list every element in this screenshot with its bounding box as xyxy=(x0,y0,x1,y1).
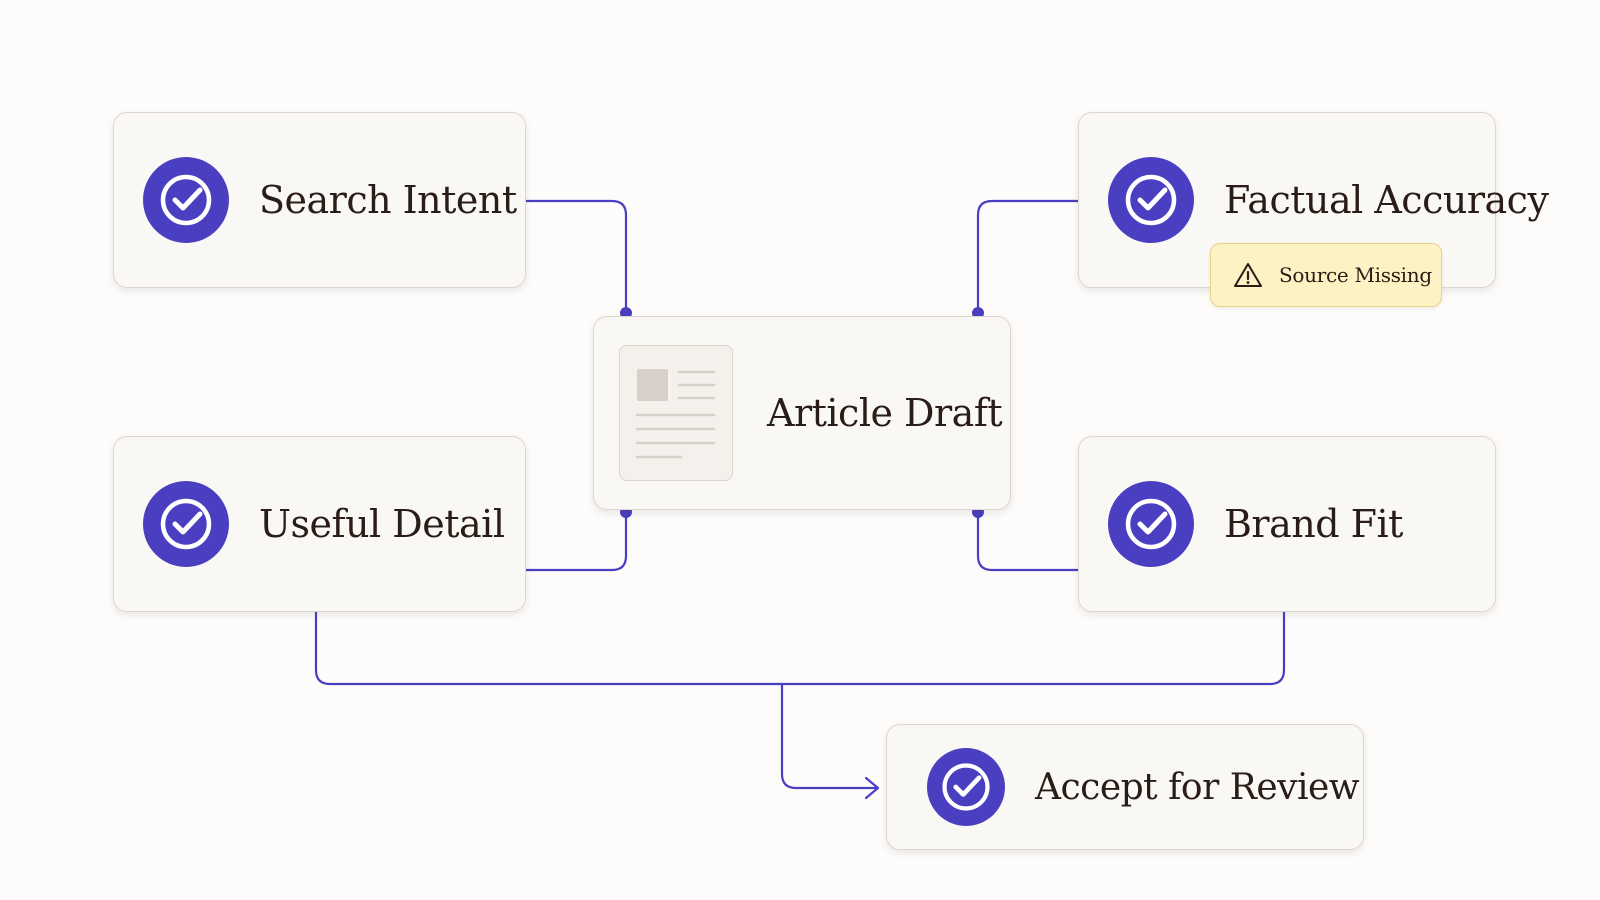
connector-factual-to-draft xyxy=(976,199,1080,314)
node-article-draft[interactable]: Article Draft xyxy=(593,316,1011,510)
check-circle-icon xyxy=(143,157,229,243)
check-circle-icon xyxy=(1108,157,1194,243)
node-label: Useful Detail xyxy=(259,502,505,546)
connector-merge xyxy=(314,610,1286,686)
connector-search-to-draft xyxy=(524,199,628,314)
document-icon xyxy=(619,345,733,481)
node-label: Factual Accuracy xyxy=(1224,178,1549,222)
connector-brand-to-draft xyxy=(976,510,1080,572)
arrowhead xyxy=(864,776,880,800)
check-circle-icon xyxy=(143,481,229,567)
node-label: Accept for Review xyxy=(1035,766,1360,808)
node-label: Brand Fit xyxy=(1224,502,1403,546)
warning-badge[interactable]: Source Missing xyxy=(1210,243,1442,307)
warning-triangle-icon xyxy=(1234,263,1262,287)
node-brand-fit[interactable]: Brand Fit xyxy=(1078,436,1496,612)
node-accept-for-review[interactable]: Accept for Review xyxy=(886,724,1364,850)
check-circle-icon xyxy=(927,748,1005,826)
node-label: Article Draft xyxy=(767,391,1003,435)
connector-to-accept xyxy=(780,682,878,790)
warning-label: Source Missing xyxy=(1279,263,1432,287)
node-useful-detail[interactable]: Useful Detail xyxy=(113,436,526,612)
connector-useful-to-draft xyxy=(524,510,628,572)
node-label: Search Intent xyxy=(259,178,517,222)
check-circle-icon xyxy=(1108,481,1194,567)
node-search-intent[interactable]: Search Intent xyxy=(113,112,526,288)
